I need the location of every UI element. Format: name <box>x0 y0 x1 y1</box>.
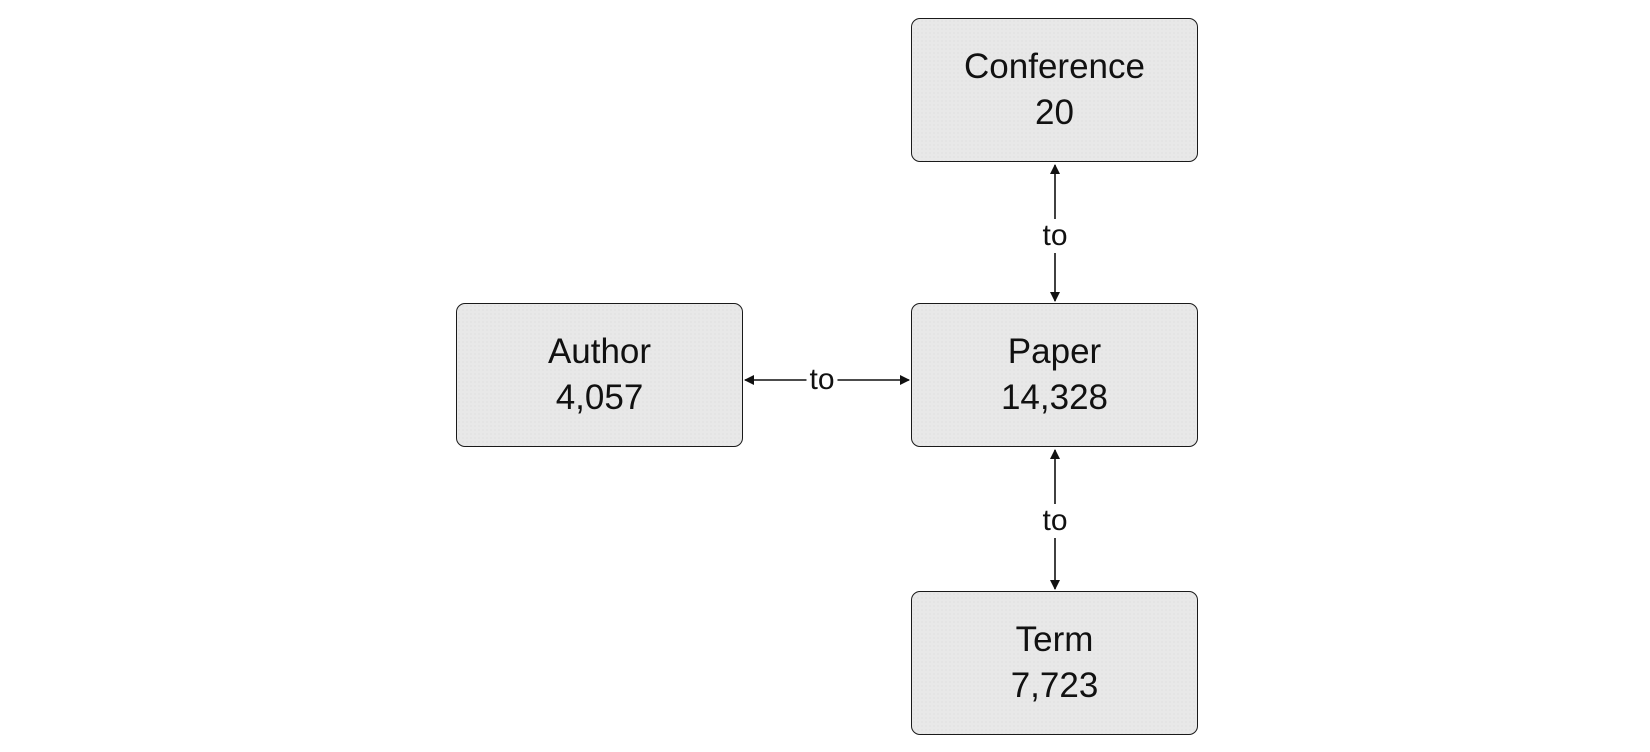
term-node-name: Term <box>1015 620 1094 659</box>
author-node-name: Author <box>547 332 652 371</box>
conference-node-count: 20 <box>1035 93 1074 132</box>
term-node-count: 7,723 <box>1010 666 1099 705</box>
conference-node: Conference 20 <box>911 18 1198 162</box>
edge-label-paper-term: to <box>1039 504 1071 538</box>
edge-label-author-paper: to <box>806 363 838 397</box>
term-node: Term 7,723 <box>911 591 1198 735</box>
paper-node: Paper 14,328 <box>911 303 1198 447</box>
author-node: Author 4,057 <box>456 303 743 447</box>
conference-node-name: Conference <box>964 47 1145 86</box>
paper-node-name: Paper <box>1007 332 1102 371</box>
edge-label-conference-paper: to <box>1039 219 1071 253</box>
paper-node-count: 14,328 <box>1000 378 1109 417</box>
author-node-count: 4,057 <box>555 378 644 417</box>
